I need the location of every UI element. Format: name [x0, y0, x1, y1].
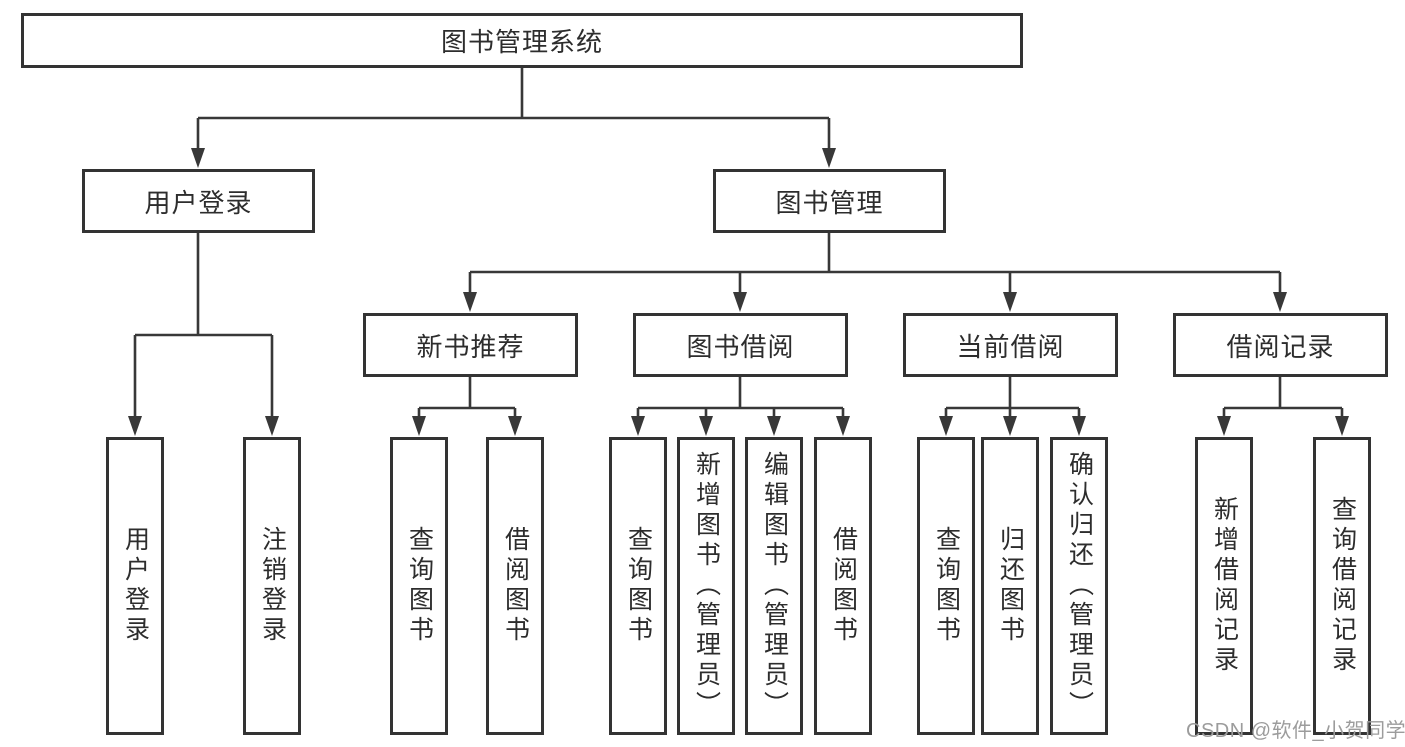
node-book-management: 图书管理 [713, 169, 946, 233]
leaf-query-books: 查询图书 [917, 437, 975, 735]
leaf-logout: 注销登录 [243, 437, 301, 735]
node-borrow-records: 借阅记录 [1173, 313, 1388, 377]
node-label: 查询借阅记录 [1328, 496, 1357, 676]
node-label: 新增借阅记录 [1210, 496, 1239, 676]
node-label: 确认归还（管理员） [1065, 451, 1094, 721]
connector-book-borrow-branch [636, 377, 845, 420]
node-user-login: 用户登录 [82, 169, 315, 233]
node-label: 图书借阅 [686, 331, 795, 362]
node-label: 用户登录 [144, 187, 253, 218]
node-label: 用户登录 [121, 526, 150, 646]
connector-current-borrow-branch [944, 377, 1081, 420]
leaf-edit-books-admin: 编辑图书（管理员） [745, 437, 803, 735]
leaf-borrow-books: 借阅图书 [486, 437, 544, 735]
leaf-query-books: 查询图书 [609, 437, 667, 735]
node-current-borrow: 当前借阅 [903, 313, 1118, 377]
node-label: 查询图书 [932, 526, 961, 646]
leaf-confirm-return-admin: 确认归还（管理员） [1050, 437, 1108, 735]
node-label: 查询图书 [405, 526, 434, 646]
node-label: 新书推荐 [416, 331, 525, 362]
node-new-book-recommend: 新书推荐 [363, 313, 578, 377]
leaf-add-books-admin: 新增图书（管理员） [677, 437, 735, 735]
leaf-add-borrow-record: 新增借阅记录 [1195, 437, 1253, 735]
node-label: 图书管理 [775, 187, 884, 218]
leaf-query-borrow-record: 查询借阅记录 [1313, 437, 1371, 735]
connector-borrow-records-branch [1222, 377, 1344, 420]
node-label: 新增图书（管理员） [692, 451, 721, 721]
leaf-borrow-books: 借阅图书 [814, 437, 872, 735]
node-label: 借阅记录 [1226, 331, 1335, 362]
node-label: 归还图书 [996, 526, 1025, 646]
node-label: 图书管理系统 [440, 27, 603, 57]
connector-new-books-branch [417, 377, 517, 420]
node-root-library-system: 图书管理系统 [21, 13, 1023, 68]
connector-user-login-branch [133, 233, 274, 420]
node-label: 编辑图书（管理员） [760, 451, 789, 721]
arrowheads [128, 148, 1349, 436]
leaf-user-login: 用户登录 [106, 437, 164, 735]
node-label: 借阅图书 [501, 526, 530, 646]
node-book-borrow: 图书借阅 [633, 313, 848, 377]
node-label: 借阅图书 [829, 526, 858, 646]
connector-book-mgmt-branch [468, 233, 1282, 296]
leaf-query-books: 查询图书 [390, 437, 448, 735]
csdn-watermark: CSDN @软件_小贺同学 [1186, 720, 1405, 742]
node-label: 当前借阅 [956, 331, 1065, 362]
connector-root-to-level2 [196, 68, 831, 152]
leaf-return-books: 归还图书 [981, 437, 1039, 735]
node-label: 注销登录 [258, 526, 287, 646]
node-label: 查询图书 [624, 526, 653, 646]
